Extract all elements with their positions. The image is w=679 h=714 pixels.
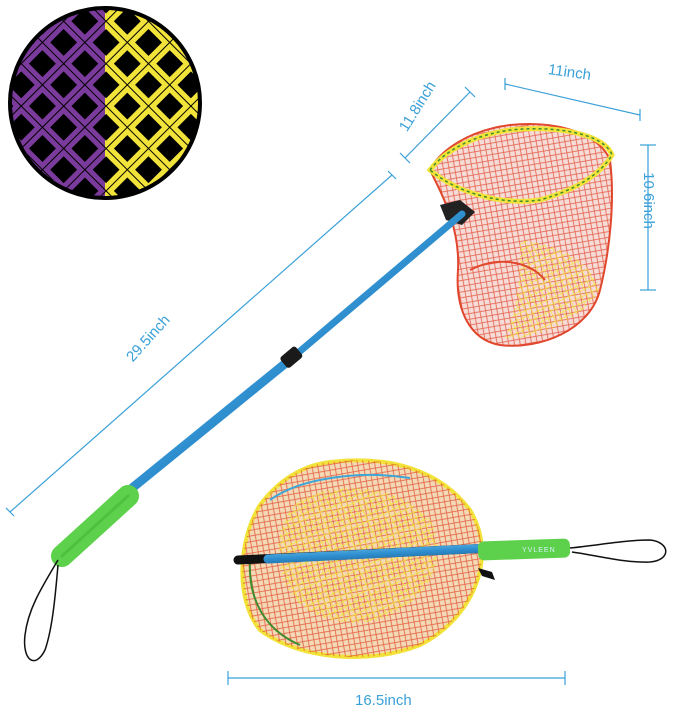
folded-width-dimension-label: 16.5inch (355, 692, 412, 709)
height-dimension-label: 10.6inch (639, 172, 657, 229)
folded-net (233, 458, 667, 659)
extended-net (426, 123, 615, 347)
mesh-closeup (8, 6, 202, 200)
telescopic-pole (23, 210, 466, 662)
brand-text: YVLEEN (522, 547, 556, 554)
dimension-lines (5, 78, 656, 685)
